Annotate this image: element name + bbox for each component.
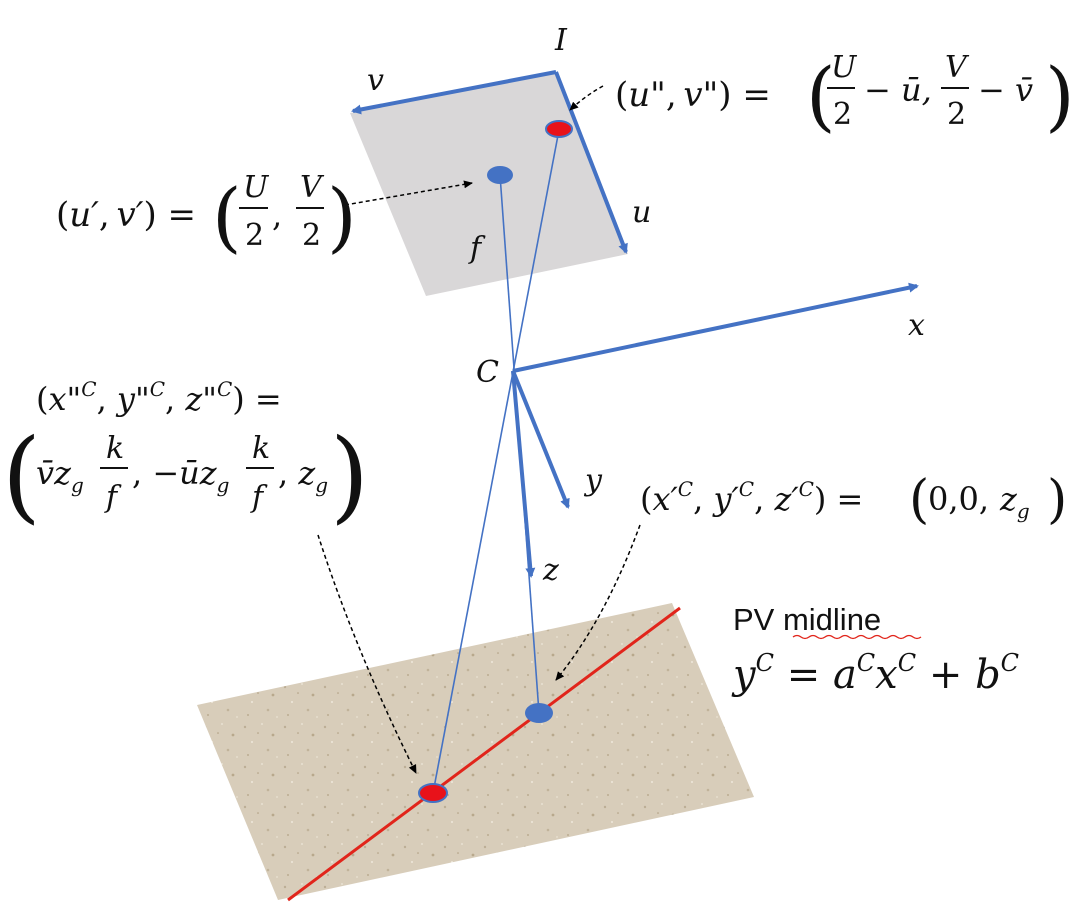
equation-camera-point: (x"C, y"C, z"C) = ( v̄zg k f , −ūzg k f …: [2, 377, 369, 534]
zero-zero: 0,0,: [928, 480, 989, 518]
minus-ubar: − ū,: [864, 71, 932, 109]
frac-denominator: 2: [947, 97, 966, 132]
frac-numerator: k: [252, 431, 270, 466]
zg: zg: [999, 480, 1030, 523]
z-axis-arrow: [511, 370, 536, 578]
principal-point-blue: [487, 166, 513, 184]
equation-image-point-lhs: (u", v") =: [615, 75, 771, 115]
minus-vbar: − v̄: [978, 71, 1033, 109]
v-axis-arrow: [351, 70, 557, 115]
pointer-ground-blue: [555, 524, 641, 681]
image-point-red: [545, 120, 573, 138]
comma: ,: [272, 196, 282, 234]
pv-midline: [287, 606, 681, 902]
frac-numerator: V: [945, 50, 970, 85]
z-axis-label: z: [542, 553, 559, 588]
paren-close: ): [327, 172, 357, 261]
u-axis-label: u: [632, 195, 651, 230]
equation-ground-center: (x′C, y′C, z′C) = ( 0,0, zg ): [640, 470, 1067, 530]
x-axis-arrow: [512, 282, 919, 373]
u-axis-arrow: [554, 71, 628, 254]
frac-denominator: f: [250, 480, 268, 515]
equation-ground-center-text: (x′C, y′C, z′C) =: [640, 477, 863, 518]
camera-center-label: C: [476, 355, 499, 390]
equation-image-point: (u", v") = ( U 2 − ū, V 2 − v̄ ): [615, 50, 1075, 140]
frac-numerator: k: [106, 431, 124, 466]
y-axis-label: y: [583, 463, 603, 498]
ground-point-blue: [525, 703, 553, 723]
paren-open: (: [212, 172, 242, 261]
spellcheck-squiggle: [792, 634, 922, 640]
ray-red-point: [432, 129, 560, 794]
pointer-principal-point: [344, 180, 473, 206]
paren-open: (: [909, 470, 929, 530]
y-axis-arrow: [511, 370, 570, 509]
equation-principal-lhs: (u′, v′) =: [56, 195, 196, 235]
equation-camera-lhs: (x"C, y"C, z"C) =: [36, 377, 282, 418]
x-axis-label: x: [908, 308, 925, 343]
paren-open: (: [2, 417, 41, 534]
paren-close: ): [1045, 51, 1075, 140]
midline-equation: yC = aCxC + bC: [731, 649, 1019, 698]
term-3: , zg: [278, 454, 328, 497]
v-axis-label: v: [367, 63, 384, 98]
frac-numerator: U: [243, 170, 270, 205]
frac-denominator: 2: [302, 218, 321, 253]
midline-title: PV midline: [733, 602, 881, 637]
frac-denominator: 2: [245, 218, 264, 253]
paren-open: (: [806, 51, 836, 140]
term-1: v̄zg: [36, 454, 84, 497]
equation-principal-point: (u′, v′) = ( U 2 , V 2 ): [56, 170, 357, 261]
paren-close: ): [330, 417, 369, 534]
frac-denominator: 2: [833, 97, 852, 132]
paren-close: ): [1047, 470, 1067, 530]
ground-plane: [197, 603, 754, 900]
frac-numerator: U: [831, 50, 858, 85]
pointer-ground-red: [317, 534, 417, 774]
frac-numerator: V: [300, 170, 325, 205]
term-2: , −ūzg: [132, 454, 229, 497]
ground-point-red: [418, 783, 448, 803]
image-plane-label: I: [554, 23, 568, 58]
frac-denominator: f: [104, 480, 122, 515]
pointer-image-point: [569, 85, 604, 111]
